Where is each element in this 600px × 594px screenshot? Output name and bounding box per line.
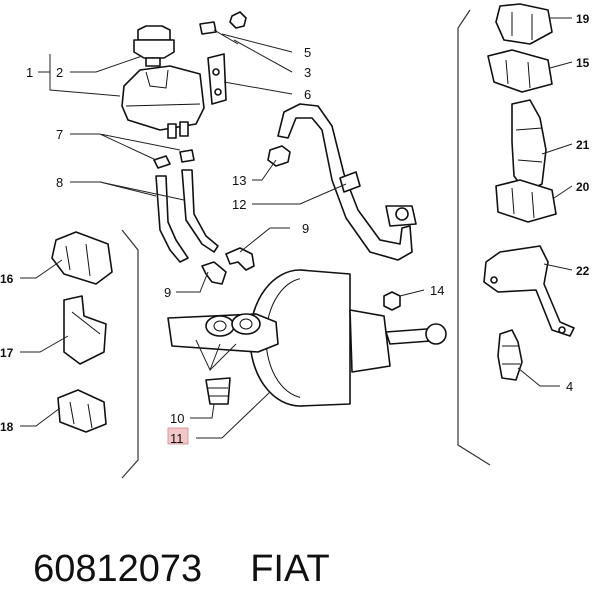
callout-19: 19 xyxy=(576,12,590,26)
callout-14: 14 xyxy=(430,283,444,298)
callout-10: 10 xyxy=(170,411,184,426)
pipe-fittings xyxy=(201,247,255,285)
brand-name: FIAT xyxy=(250,548,330,590)
parts-diagram: 1 2 5 3 6 7 8 13 12 9 9 14 10 11 16 17 1… xyxy=(0,3,590,479)
clip-16 xyxy=(51,231,113,285)
reservoir-seal xyxy=(205,377,231,405)
clip-17 xyxy=(63,295,107,365)
callout-7: 7 xyxy=(56,127,63,142)
callout-9-left: 9 xyxy=(164,285,171,300)
clip-18 xyxy=(57,389,107,433)
reservoir-hoses xyxy=(155,169,219,263)
highlight-box xyxy=(167,427,189,445)
vacuum-hose xyxy=(277,103,417,261)
master-cylinder xyxy=(167,313,279,353)
callout-5: 5 xyxy=(304,45,311,60)
leader-lines xyxy=(20,17,573,439)
callout-21: 21 xyxy=(576,138,590,152)
small-nut xyxy=(267,145,291,167)
callout-18: 18 xyxy=(0,420,14,434)
callout-6: 6 xyxy=(304,87,311,102)
part-number: 60812073 xyxy=(33,548,203,590)
callout-12: 12 xyxy=(232,197,246,212)
clip-20 xyxy=(495,179,557,223)
section-divider-left xyxy=(121,229,139,479)
callout-20: 20 xyxy=(576,180,590,194)
callout-2: 2 xyxy=(56,65,63,80)
callout-1: 1 xyxy=(26,65,33,80)
callout-17: 17 xyxy=(0,346,14,360)
section-divider-right xyxy=(457,9,491,466)
reservoir-bracket xyxy=(207,53,227,105)
callout-4: 4 xyxy=(566,379,573,394)
clip-4 xyxy=(497,329,523,381)
callout-16: 16 xyxy=(0,272,14,286)
clip-19 xyxy=(495,3,553,45)
callout-15: 15 xyxy=(576,56,590,70)
callout-9-right: 9 xyxy=(302,221,309,236)
callout-22: 22 xyxy=(576,264,590,278)
callout-3: 3 xyxy=(304,65,311,80)
clip-15 xyxy=(487,49,553,93)
brake-fluid-reservoir xyxy=(121,65,205,139)
part-caption: 60812073 FIAT xyxy=(12,494,330,590)
grommets xyxy=(153,149,195,169)
clip-21 xyxy=(511,99,547,193)
callout-11: 11 xyxy=(170,431,184,446)
callout-13: 13 xyxy=(232,173,246,188)
bracket-22 xyxy=(483,245,575,337)
bolt-and-nut xyxy=(199,11,247,45)
callout-8: 8 xyxy=(56,175,63,190)
brake-servo-booster xyxy=(249,269,447,407)
reservoir-cap xyxy=(133,25,175,67)
servo-nut xyxy=(383,291,401,311)
